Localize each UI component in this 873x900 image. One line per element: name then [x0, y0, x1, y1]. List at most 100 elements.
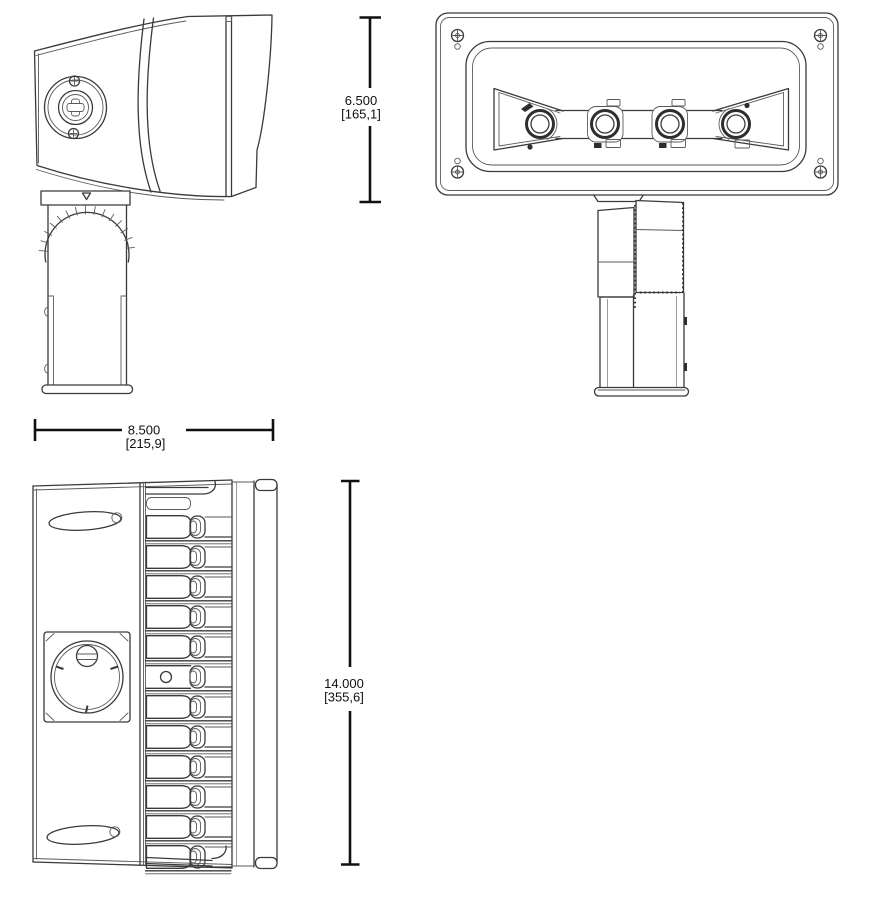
knuckle-dial-arc [44, 211, 130, 263]
fin-bottom-cap [145, 845, 227, 867]
fin-slot [145, 785, 192, 809]
lens-dot [659, 143, 667, 148]
fin-row [144, 725, 232, 755]
housing-band-curve [137, 18, 152, 193]
knuckle-serration [640, 203, 684, 294]
weep-hole [454, 43, 461, 50]
knuckle-dial-ticks [38, 205, 135, 252]
led-throat-arc [546, 108, 558, 140]
fin-row [144, 755, 232, 785]
fin-top-cap [145, 480, 217, 495]
dimension-text-inches: 6.500 [345, 93, 378, 108]
lens-frame [465, 40, 807, 173]
lens-dot [594, 143, 602, 148]
door-slot-top [48, 511, 123, 531]
fin-slot [146, 497, 191, 510]
aiming-dial [50, 640, 124, 714]
dim-overall-height: 14.000 [355,6] [324, 479, 364, 866]
heatsink-fins [144, 480, 232, 875]
body-top-edge [32, 479, 233, 487]
lens-clip [671, 99, 686, 107]
housing-band-curve [146, 17, 161, 192]
lens-clip [606, 99, 621, 107]
side-view [33, 14, 273, 395]
front-view [435, 12, 839, 203]
lens-frame-inner [472, 47, 800, 166]
pivot-knob [43, 75, 108, 140]
body-bottom-edge [32, 861, 233, 869]
fin-row [144, 665, 232, 695]
fin-row [144, 815, 232, 845]
dimension-line [341, 479, 360, 866]
slipfitter-inner-lines [607, 296, 677, 388]
knuckle-block-right-divider [635, 229, 684, 231]
fin-row [144, 515, 232, 545]
weep-hole [817, 43, 824, 50]
knuckle-block-right [635, 199, 685, 294]
housing-top-inner-line [35, 20, 187, 56]
panel-top-line [231, 481, 255, 867]
fin-row [144, 785, 232, 815]
yoke-arm [38, 190, 135, 395]
fin-slot [145, 635, 192, 659]
panel-cap-bottom [254, 856, 278, 870]
side-panels [231, 478, 278, 870]
bottom-view [32, 478, 278, 875]
pivot-screw [67, 127, 80, 140]
dial-screw [75, 644, 99, 668]
lens-clip [670, 139, 686, 148]
seam-notch [225, 16, 232, 22]
fin-row [144, 605, 232, 635]
box-corner-clips [45, 633, 129, 721]
knuckle-block-left [597, 206, 635, 298]
fin-slot [145, 515, 192, 539]
fin-band-lines [145, 665, 192, 689]
front-view-pole [593, 199, 690, 397]
slipfitter-tube [599, 292, 685, 389]
fin-row [144, 635, 232, 665]
fin-row [144, 575, 232, 605]
fin-slot [145, 695, 192, 719]
weep-hole [454, 157, 461, 165]
led-throat-arc [718, 108, 730, 140]
lens-dot [527, 144, 533, 150]
led-lens-1 [525, 109, 555, 139]
led-lens-4 [721, 109, 751, 139]
reflector-band [555, 109, 723, 140]
fin-band-hole [159, 670, 173, 684]
fin-row [144, 695, 232, 725]
housing-bottom-inner-line [36, 169, 225, 201]
door-slot-bottom [46, 825, 121, 845]
slipfitter-inner-lines [47, 295, 127, 386]
fin-slot [145, 545, 192, 569]
pivot-screw [68, 75, 81, 87]
dimension-text-inches: 8.500 [128, 423, 161, 438]
reflector-wall-right [712, 87, 790, 151]
led-lens-3 [655, 109, 685, 139]
dimension-text-mm: [355,6] [324, 690, 364, 705]
dim-body-width: 8.500 [215,9] [33, 419, 275, 451]
body-top-edge-inner [32, 483, 233, 491]
pole-flange [41, 384, 134, 395]
fin-row [144, 545, 232, 575]
pole-flange [593, 386, 690, 397]
led-lens-2 [590, 109, 620, 139]
corner-screw [813, 165, 828, 179]
dimension-line [359, 16, 381, 204]
front-housing-outline [435, 12, 839, 196]
reflector-wall-left [493, 87, 564, 151]
dimension-line [33, 419, 275, 441]
dimension-text-mm: [215,9] [126, 436, 166, 451]
corner-screw [450, 28, 465, 43]
angle-indicator-marker [81, 192, 92, 201]
fin-slot [145, 725, 192, 749]
tube-bumps [44, 306, 49, 374]
reflector-assembly [493, 87, 790, 151]
lens-clip [521, 103, 534, 112]
bottom-tab [593, 194, 644, 203]
housing-outline [33, 14, 273, 198]
fin-slot [145, 755, 192, 779]
corner-screw [813, 28, 828, 43]
